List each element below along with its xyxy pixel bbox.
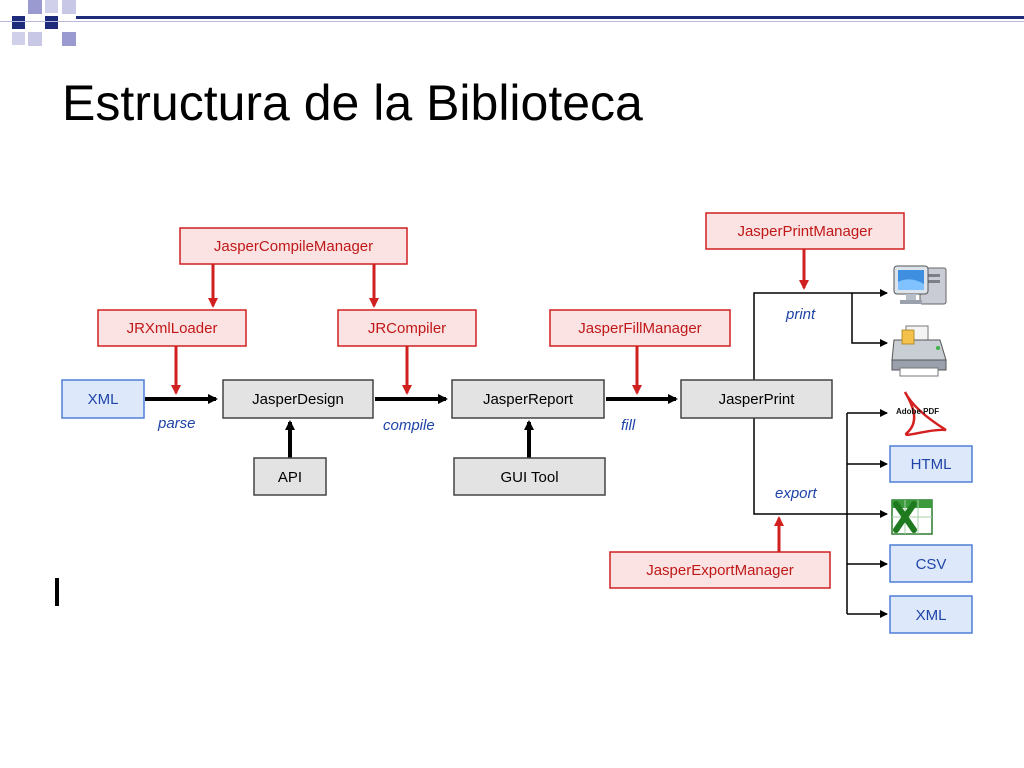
deco-square-purple-2 <box>62 0 76 14</box>
edge-print-branch <box>753 289 888 380</box>
box-jasper-print: JasperPrint <box>680 379 833 419</box>
bullet-marker <box>55 578 59 606</box>
label-fill: fill <box>621 417 636 434</box>
deco-square-purple-1 <box>28 0 42 14</box>
svg-text:XML: XML <box>88 391 119 408</box>
box-html-output: HTML <box>889 445 973 483</box>
box-jrxml-loader: JRXmlLoader <box>97 309 247 347</box>
label-export: export <box>775 485 818 502</box>
svg-text:JasperReport: JasperReport <box>483 391 574 408</box>
box-jasper-design: JasperDesign <box>222 379 374 419</box>
connectors <box>145 249 888 618</box>
deco-rule-light <box>0 21 1024 22</box>
svg-text:API: API <box>278 469 302 486</box>
svg-text:XML: XML <box>916 607 947 624</box>
box-jasper-print-manager: JasperPrintManager <box>705 212 905 250</box>
box-xml-output: XML <box>889 595 973 634</box>
pdf-icon: Adobe PDF <box>896 391 947 437</box>
svg-text:JasperCompileManager: JasperCompileManager <box>214 238 373 255</box>
deco-square-light-2 <box>45 0 58 13</box>
deco-square-navy-1 <box>12 16 25 29</box>
box-jasper-fill-manager: JasperFillManager <box>549 309 731 347</box>
slide-title: Estructura de la Biblioteca <box>62 75 643 131</box>
box-jasper-compile-manager: JasperCompileManager <box>179 227 408 265</box>
svg-text:JRXmlLoader: JRXmlLoader <box>127 320 218 337</box>
deco-square-navy-2 <box>45 16 58 29</box>
deco-square-light-1 <box>12 32 25 45</box>
svg-text:HTML: HTML <box>911 456 952 473</box>
label-compile: compile <box>383 417 435 434</box>
svg-text:CSV: CSV <box>916 556 947 573</box>
svg-text:JasperPrint: JasperPrint <box>719 391 796 408</box>
edge-export-branch <box>753 418 888 518</box>
svg-text:JRCompiler: JRCompiler <box>368 320 446 337</box>
label-parse: parse <box>157 415 196 432</box>
box-jasper-export-manager: JasperExportManager <box>609 551 831 589</box>
svg-text:JasperFillManager: JasperFillManager <box>578 320 701 337</box>
box-xml-input: XML <box>61 379 145 419</box>
deco-square-purple-3 <box>28 32 42 46</box>
box-jasper-report: JasperReport <box>451 379 605 419</box>
box-api: API <box>253 457 327 496</box>
excel-icon <box>891 499 933 535</box>
svg-text:GUI Tool: GUI Tool <box>500 469 558 486</box>
svg-text:JasperPrintManager: JasperPrintManager <box>737 223 872 240</box>
svg-text:JasperExportManager: JasperExportManager <box>646 562 794 579</box>
svg-text:JasperDesign: JasperDesign <box>252 391 344 408</box>
box-jr-compiler: JRCompiler <box>337 309 477 347</box>
edge-print-to-printer <box>851 293 888 347</box>
box-gui-tool: GUI Tool <box>453 457 606 496</box>
deco-rule-navy <box>76 16 1024 19</box>
label-print: print <box>785 306 816 323</box>
deco-square-purple-4 <box>62 32 76 46</box>
monitor-icon <box>893 265 947 305</box>
box-csv-output: CSV <box>889 544 973 583</box>
svg-text:Adobe PDF: Adobe PDF <box>896 407 939 416</box>
printer-icon <box>891 325 947 377</box>
